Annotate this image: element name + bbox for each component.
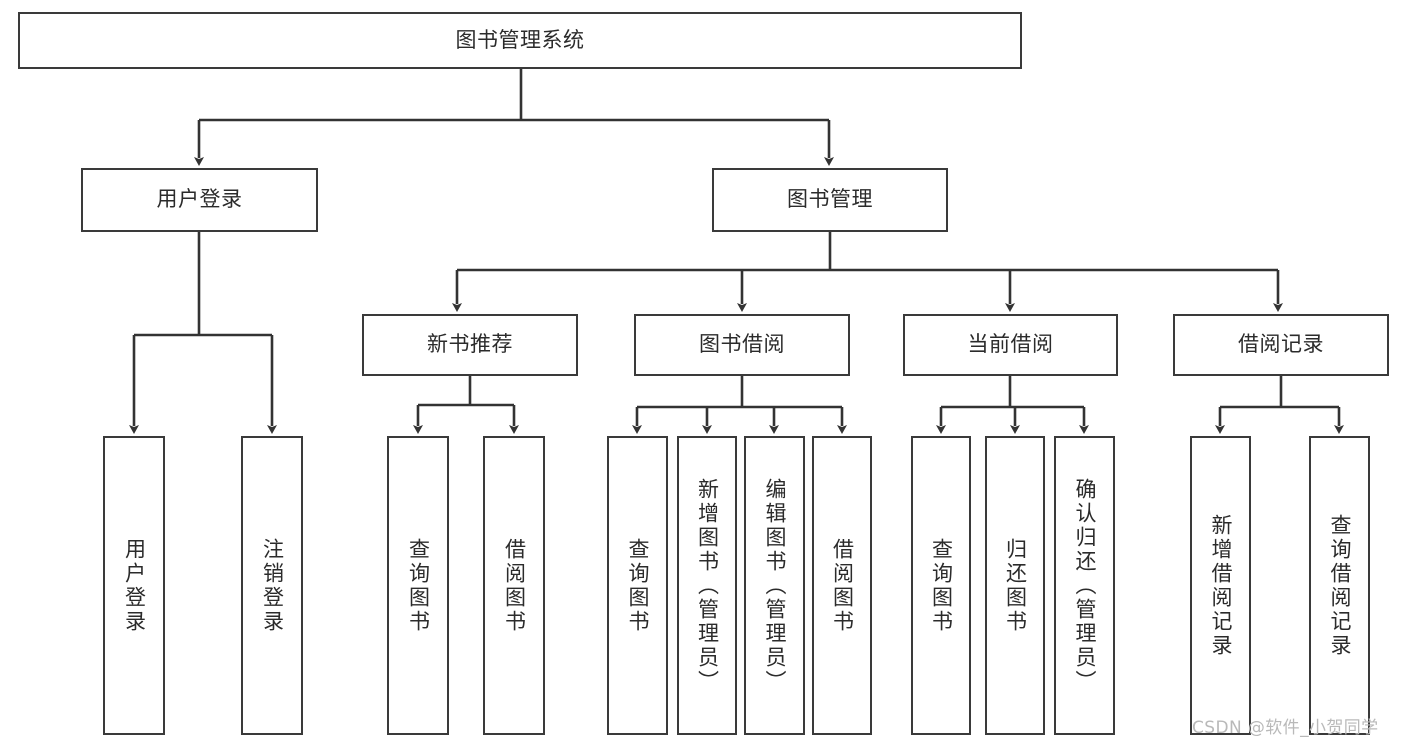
node-root-label: 图书管理系统 <box>455 27 585 52</box>
node-query-book-borrow[interactable]: 查询图书 <box>607 436 668 735</box>
node-query-book-rec-label: 查询图书 <box>406 537 431 634</box>
node-logout-action-label: 注销登录 <box>260 537 285 634</box>
node-query-borrow-record-label: 查询借阅记录 <box>1328 513 1352 658</box>
node-borrow-record[interactable]: 借阅记录 <box>1173 314 1389 376</box>
node-current-borrow[interactable]: 当前借阅 <box>903 314 1118 376</box>
node-query-book-rec[interactable]: 查询图书 <box>387 436 449 735</box>
node-book-borrow[interactable]: 图书借阅 <box>634 314 850 376</box>
node-borrow-book-borrow[interactable]: 借阅图书 <box>812 436 872 735</box>
node-borrow-record-label: 借阅记录 <box>1238 332 1324 357</box>
node-user-login[interactable]: 用户登录 <box>81 168 318 232</box>
node-return-book-label: 归还图书 <box>1003 537 1028 634</box>
node-confirm-return-admin[interactable]: 确认归还（管理员） <box>1054 436 1115 735</box>
node-edit-book-admin-label: 编辑图书（管理员） <box>763 477 787 694</box>
node-borrow-book-borrow-label: 借阅图书 <box>830 537 855 634</box>
node-user-login-action[interactable]: 用户登录 <box>103 436 165 735</box>
node-query-book-current[interactable]: 查询图书 <box>911 436 971 735</box>
csdn-watermark: CSDN @软件_小贺同学 <box>1192 718 1379 738</box>
node-current-borrow-label: 当前借阅 <box>967 332 1054 357</box>
node-new-book-recommend[interactable]: 新书推荐 <box>362 314 578 376</box>
node-query-borrow-record[interactable]: 查询借阅记录 <box>1309 436 1370 735</box>
node-logout-action[interactable]: 注销登录 <box>241 436 303 735</box>
node-query-book-borrow-label: 查询图书 <box>626 537 650 634</box>
node-root[interactable]: 图书管理系统 <box>18 12 1022 69</box>
node-add-book-admin-label: 新增图书（管理员） <box>695 477 720 694</box>
node-query-book-current-label: 查询图书 <box>929 537 954 634</box>
node-user-login-action-label: 用户登录 <box>122 537 147 634</box>
node-borrow-book-rec[interactable]: 借阅图书 <box>483 436 545 735</box>
node-book-management-label: 图书管理 <box>787 187 873 212</box>
node-user-login-label: 用户登录 <box>156 187 243 212</box>
node-new-book-recommend-label: 新书推荐 <box>427 332 513 357</box>
node-edit-book-admin[interactable]: 编辑图书（管理员） <box>744 436 805 735</box>
node-add-borrow-record-label: 新增借阅记录 <box>1209 513 1233 658</box>
node-add-book-admin[interactable]: 新增图书（管理员） <box>677 436 737 735</box>
node-book-borrow-label: 图书借阅 <box>699 332 785 357</box>
node-confirm-return-admin-label: 确认归还（管理员） <box>1073 477 1097 694</box>
node-book-management[interactable]: 图书管理 <box>712 168 948 232</box>
node-borrow-book-rec-label: 借阅图书 <box>502 537 527 634</box>
node-add-borrow-record[interactable]: 新增借阅记录 <box>1190 436 1251 735</box>
node-return-book[interactable]: 归还图书 <box>985 436 1045 735</box>
